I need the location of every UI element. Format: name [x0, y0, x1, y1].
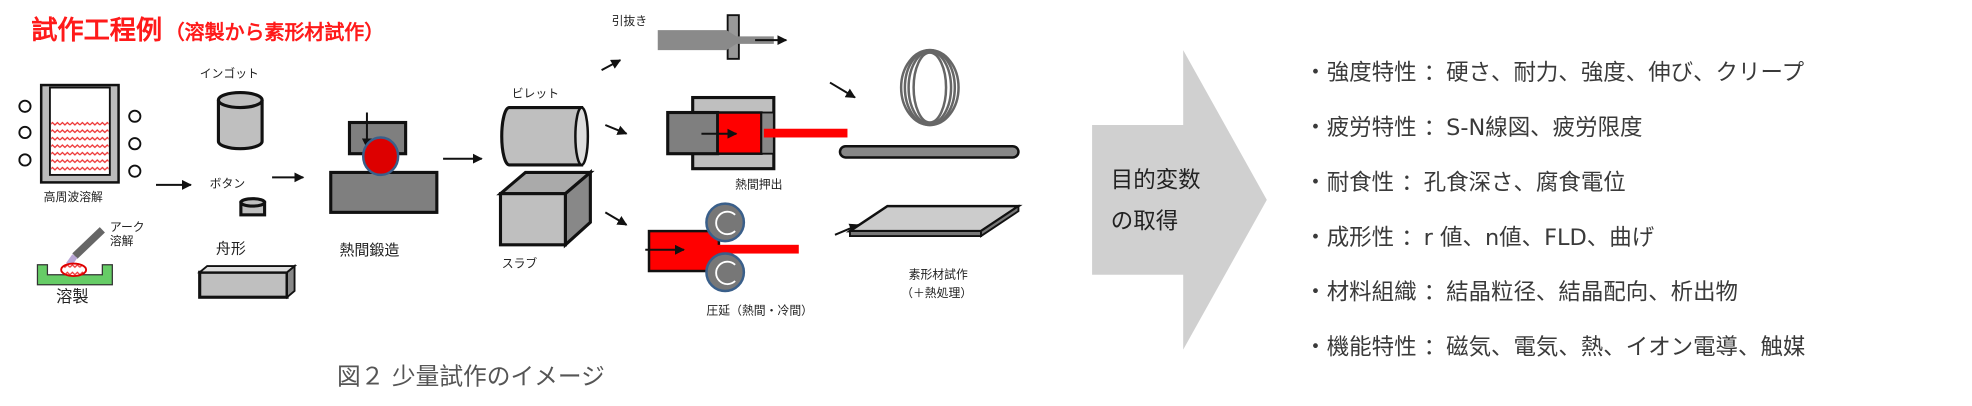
label-ingot: インゴット — [200, 67, 259, 81]
property-item: ・成形性 ：r 値、n値、FLD、曲げ — [1304, 225, 1654, 251]
label-slab: スラブ — [502, 256, 538, 270]
property-list: ・強度特性 ：硬さ、耐力、強度、伸び、クリープ ・疲労特性 ：S-N線図、疲労限… — [1304, 60, 1805, 361]
arrow-text-1: 目的変数 — [1111, 167, 1201, 193]
ingot-icon — [216, 90, 264, 151]
arc-torch-icon — [36, 227, 113, 286]
bar-icon — [838, 144, 1020, 159]
property-item: ・疲労特性 ：S-N線図、疲労限度 — [1304, 115, 1642, 141]
label-induction-melting: 高周波溶解 — [44, 190, 103, 204]
arrow-text-2: の取得 — [1111, 209, 1178, 235]
billet-icon — [500, 105, 590, 167]
plate-icon — [845, 204, 1023, 238]
drawing-die-icon — [657, 14, 788, 60]
big-arrow-icon — [1092, 50, 1267, 350]
label-product-2: （＋熱処理） — [901, 286, 972, 300]
property-item: ・耐食性 ：孔食深さ、腐食電位 — [1304, 170, 1625, 196]
label-boat: 舟形 — [216, 240, 246, 258]
label-button: ボタン — [210, 176, 246, 190]
title-sub: （溶製から素形材試作） — [165, 20, 384, 44]
label-drawing: 引抜き — [612, 14, 648, 28]
extrusion-icon — [666, 95, 848, 171]
label-billet: ビレット — [512, 87, 559, 101]
wire-coil-icon — [899, 48, 960, 127]
title-main: 試作工程例 — [31, 15, 162, 46]
label-hot-extrusion: 熱間押出 — [735, 178, 782, 192]
label-hot-forging: 熱間鍛造 — [339, 241, 399, 259]
label-product-1: 素形材試作 — [909, 268, 968, 282]
button-icon — [239, 197, 267, 217]
figure-caption: 図２ 少量試作のイメージ — [337, 363, 605, 391]
rolling-icon — [645, 202, 799, 293]
label-melting: 溶製 — [56, 287, 88, 306]
label-arc-2: 溶解 — [110, 234, 134, 248]
property-item: ・機能特性 ：磁気、電気、熱、イオン電導、触媒 — [1304, 335, 1805, 361]
property-item: ・材料組織 ：結晶粒径、結晶配向、析出物 — [1304, 280, 1738, 306]
property-item: ・強度特性 ：硬さ、耐力、強度、伸び、クリープ — [1304, 60, 1804, 86]
label-arc-1: アーク — [110, 220, 145, 234]
boat-ingot-icon — [197, 264, 298, 300]
forging-icon — [329, 112, 439, 214]
label-rolling: 圧延（熱間・冷間） — [706, 304, 813, 318]
slab-icon — [496, 169, 595, 249]
induction-furnace — [18, 83, 142, 184]
